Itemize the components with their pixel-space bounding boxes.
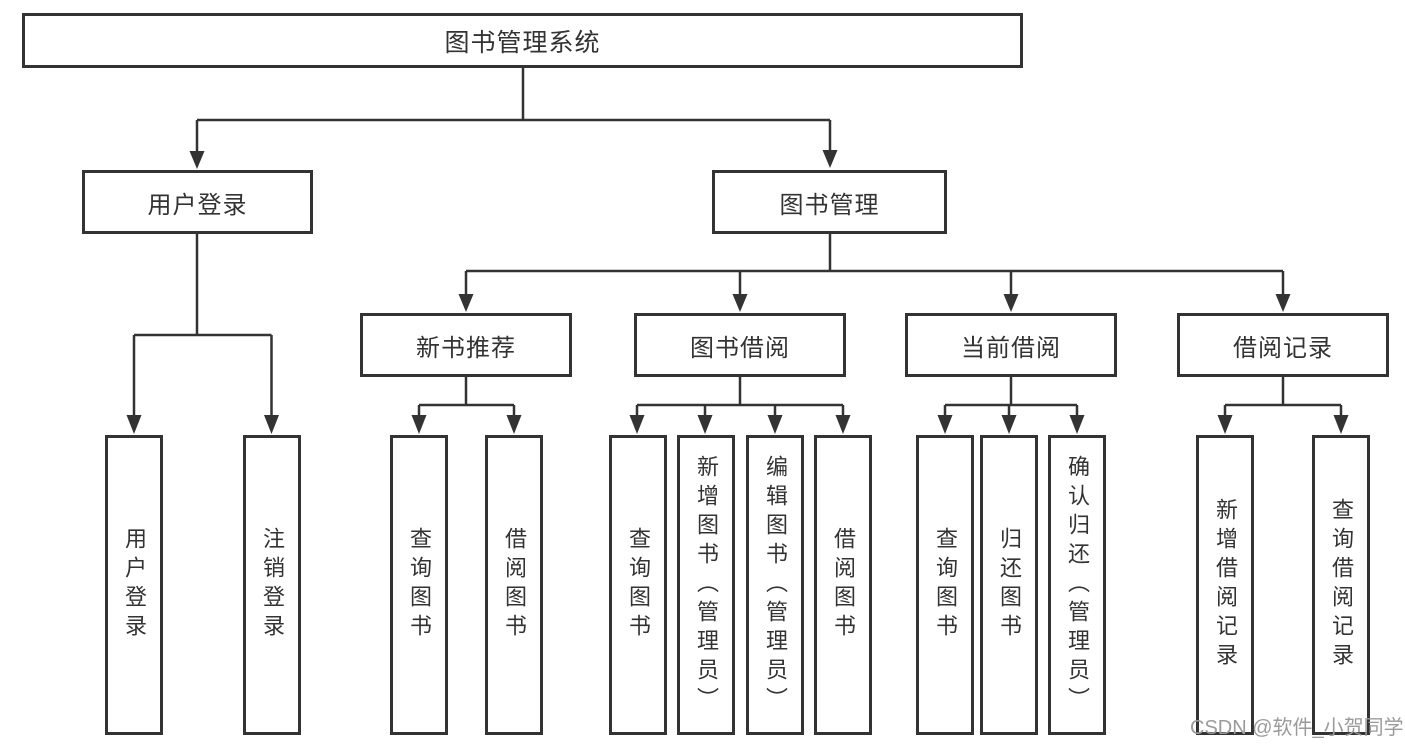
connector-new-book-children bbox=[411, 377, 522, 434]
leaf-user-login: 用户登录 bbox=[105, 435, 163, 735]
leaf-add-borrow-record: 新增借阅记录 bbox=[1196, 435, 1254, 735]
connector-book-borrow-children bbox=[629, 377, 851, 434]
node-new-book-recommend-label: 新书推荐 bbox=[416, 334, 516, 362]
connector-borrow-records-children bbox=[1217, 377, 1349, 434]
node-borrow-records: 借阅记录 bbox=[1177, 313, 1389, 377]
leaf-query-books-recommend: 查询图书 bbox=[390, 435, 448, 735]
node-current-borrow: 当前借阅 bbox=[905, 313, 1117, 377]
leaf-return-books: 归还图书 bbox=[980, 435, 1038, 735]
leaf-add-borrow-record-label: 新增借阅记录 bbox=[1213, 498, 1238, 672]
leaf-confirm-return-admin: 确认归还（管理员） bbox=[1048, 435, 1106, 735]
leaf-confirm-return-admin-label: 确认归还（管理员） bbox=[1065, 454, 1090, 716]
leaf-return-books-label: 归还图书 bbox=[997, 527, 1022, 643]
node-new-book-recommend: 新书推荐 bbox=[360, 313, 572, 377]
node-book-borrow-label: 图书借阅 bbox=[690, 334, 790, 362]
node-book-management-label: 图书管理 bbox=[779, 191, 880, 219]
csdn-watermark: CSDN @软件_小贺同学 bbox=[1190, 717, 1404, 739]
node-book-borrow: 图书借阅 bbox=[634, 313, 846, 377]
leaf-query-books-borrow: 查询图书 bbox=[609, 435, 667, 735]
leaf-borrow-books-recommend-label: 借阅图书 bbox=[502, 527, 527, 643]
connector-user-login-children bbox=[126, 234, 279, 434]
node-current-borrow-label: 当前借阅 bbox=[961, 334, 1061, 362]
leaf-add-books-admin-label: 新增图书（管理员） bbox=[694, 454, 719, 716]
leaf-borrow-books-recommend: 借阅图书 bbox=[485, 435, 543, 735]
leaf-logout-label: 注销登录 bbox=[260, 527, 285, 643]
leaf-edit-books-admin: 编辑图书（管理员） bbox=[746, 435, 804, 735]
leaf-user-login-label: 用户登录 bbox=[122, 527, 147, 643]
connector-current-borrow-children bbox=[937, 377, 1085, 434]
leaf-query-books-current-label: 查询图书 bbox=[933, 527, 958, 643]
node-book-management: 图书管理 bbox=[712, 170, 947, 234]
leaf-query-borrow-record: 查询借阅记录 bbox=[1312, 435, 1370, 735]
node-user-login-label: 用户登录 bbox=[147, 191, 248, 219]
leaf-query-borrow-record-label: 查询借阅记录 bbox=[1329, 498, 1354, 672]
node-borrow-records-label: 借阅记录 bbox=[1233, 334, 1333, 362]
node-root-label: 图书管理系统 bbox=[444, 28, 601, 57]
leaf-add-books-admin: 新增图书（管理员） bbox=[677, 435, 735, 735]
leaf-query-books-current: 查询图书 bbox=[916, 435, 974, 735]
leaf-query-books-recommend-label: 查询图书 bbox=[407, 527, 432, 643]
leaf-query-books-borrow-label: 查询图书 bbox=[626, 527, 651, 643]
leaf-edit-books-admin-label: 编辑图书（管理员） bbox=[763, 454, 788, 716]
connector-book-mgmt-to-level3 bbox=[458, 234, 1291, 312]
node-root-library-system: 图书管理系统 bbox=[22, 13, 1023, 68]
leaf-borrow-books-label: 借阅图书 bbox=[831, 527, 856, 643]
leaf-borrow-books: 借阅图书 bbox=[814, 435, 872, 735]
connector-root-to-level2 bbox=[189, 68, 838, 169]
node-user-login: 用户登录 bbox=[82, 170, 313, 234]
leaf-logout: 注销登录 bbox=[243, 435, 301, 735]
